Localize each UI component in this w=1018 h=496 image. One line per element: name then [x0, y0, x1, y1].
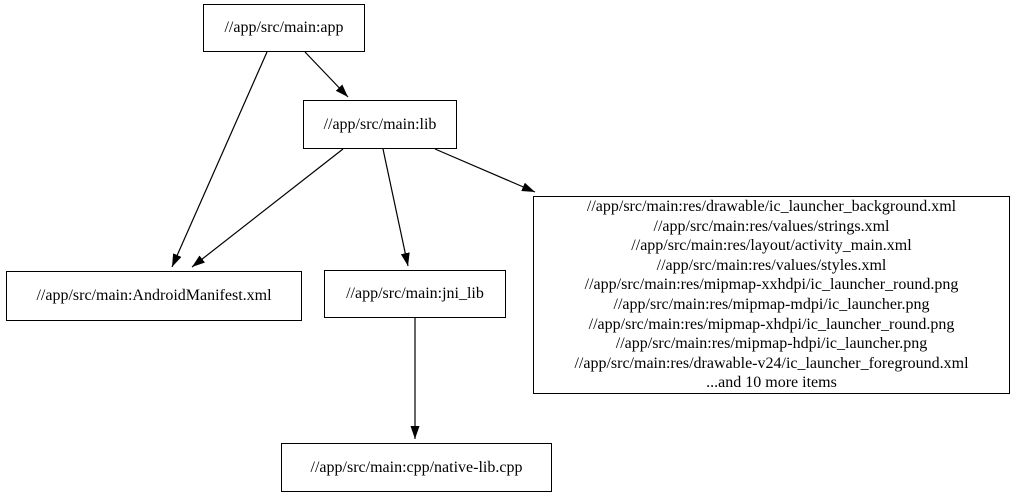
node-native-lib-cpp-label: //app/src/main:cpp/native-lib.cpp: [310, 458, 523, 476]
node-lib-target: //app/src/main:lib: [303, 100, 457, 149]
node-jni-lib: //app/src/main:jni_lib: [324, 270, 506, 318]
node-android-manifest-label: //app/src/main:AndroidManifest.xml: [36, 287, 272, 304]
resource-more-items: ...and 10 more items: [706, 374, 837, 392]
resource-item: //app/src/main:res/values/strings.xml: [653, 217, 890, 235]
resource-item: //app/src/main:res/drawable/ic_launcher_…: [586, 198, 957, 216]
resource-item: //app/src/main:res/mipmap-mdpi/ic_launch…: [613, 296, 930, 313]
node-app-target: //app/src/main:app: [203, 4, 365, 52]
node-jni-lib-label: //app/src/main:jni_lib: [346, 285, 484, 302]
edge-app-to-lib: [304, 51, 349, 98]
edge-lib-to-manifest: [191, 148, 344, 268]
resource-item: //app/src/main:res/layout/activity_main.…: [631, 237, 912, 255]
resource-item: //app/src/main:res/drawable-v24/ic_launc…: [574, 354, 969, 372]
edge-lib-to-resources: [434, 148, 536, 193]
node-resources-group: //app/src/main:res/drawable/ic_launcher_…: [533, 196, 1010, 394]
node-native-lib-cpp: //app/src/main:cpp/native-lib.cpp: [281, 443, 552, 492]
node-android-manifest: //app/src/main:AndroidManifest.xml: [6, 271, 302, 321]
resource-item: //app/src/main:res/mipmap-hdpi/ic_launch…: [615, 335, 928, 353]
edge-app-to-manifest: [171, 51, 268, 268]
node-lib-label: //app/src/main:lib: [323, 115, 437, 133]
node-app-label: //app/src/main:app: [224, 19, 344, 36]
resource-item: //app/src/main:res/mipmap-xxhdpi/ic_laun…: [584, 276, 959, 294]
resource-item: //app/src/main:res/mipmap-xhdpi/ic_launc…: [588, 315, 955, 333]
resource-item: //app/src/main:res/values/styles.xml: [656, 256, 887, 274]
edge-lib-to-jni-lib: [382, 148, 410, 267]
